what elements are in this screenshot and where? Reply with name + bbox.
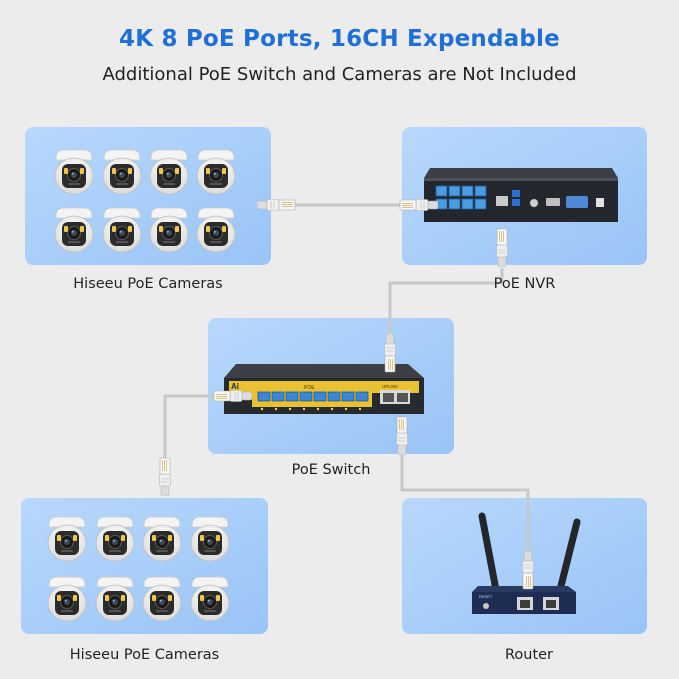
cable-switch-to-router <box>400 450 530 555</box>
rj45-plug-icon <box>159 457 171 496</box>
rj45-plug-icon <box>213 390 252 402</box>
camera-icon <box>47 576 87 622</box>
router-label: Router <box>504 647 554 663</box>
switch-uplink-label: UPLINK <box>382 384 398 389</box>
router-device-icon <box>472 512 581 614</box>
camera-icon <box>142 576 182 622</box>
diagram-subtitle: Additional PoE Switch and Cameras are No… <box>102 64 577 85</box>
rj45-plug-icon <box>257 199 296 211</box>
network-cables <box>163 203 530 555</box>
camera-icon <box>102 207 142 253</box>
router-reset-label: RESET <box>479 594 493 599</box>
rj45-plug-icon <box>396 416 408 455</box>
camera-icon <box>54 149 94 195</box>
camera-icon <box>196 149 236 195</box>
camera-icon <box>149 207 189 253</box>
nvr-label-text: PoE NVR <box>493 276 556 292</box>
switch-label: PoE Switch <box>291 462 371 478</box>
rj45-plug-icon <box>522 551 534 590</box>
poe-switch-device-icon <box>224 364 424 414</box>
camera-icon <box>149 149 189 195</box>
rj45-plug-icon <box>496 228 508 267</box>
cameras-top-label: Hiseeu PoE Cameras <box>73 276 223 292</box>
switch-poe-label: POE <box>304 385 315 391</box>
cameras-bottom-label: Hiseeu PoE Cameras <box>69 647 220 663</box>
camera-icon <box>47 516 87 562</box>
camera-icon <box>95 516 135 562</box>
switch-badge: Ai <box>231 382 239 391</box>
cable-nvr-to-switch <box>388 268 504 342</box>
camera-icon <box>95 576 135 622</box>
nvr-device-icon <box>424 168 618 222</box>
camera-icon <box>102 149 142 195</box>
camera-icon <box>54 207 94 253</box>
diagram-title: 4K 8 PoE Ports, 16CH Expendable <box>119 26 560 52</box>
rj45-plug-icon <box>399 199 438 211</box>
camera-icon <box>196 207 236 253</box>
rj45-plug-icon <box>384 334 396 373</box>
camera-icon <box>190 516 230 562</box>
camera-icon <box>142 516 182 562</box>
nvr-label: PoE NVR <box>402 276 647 292</box>
camera-icon <box>190 576 230 622</box>
